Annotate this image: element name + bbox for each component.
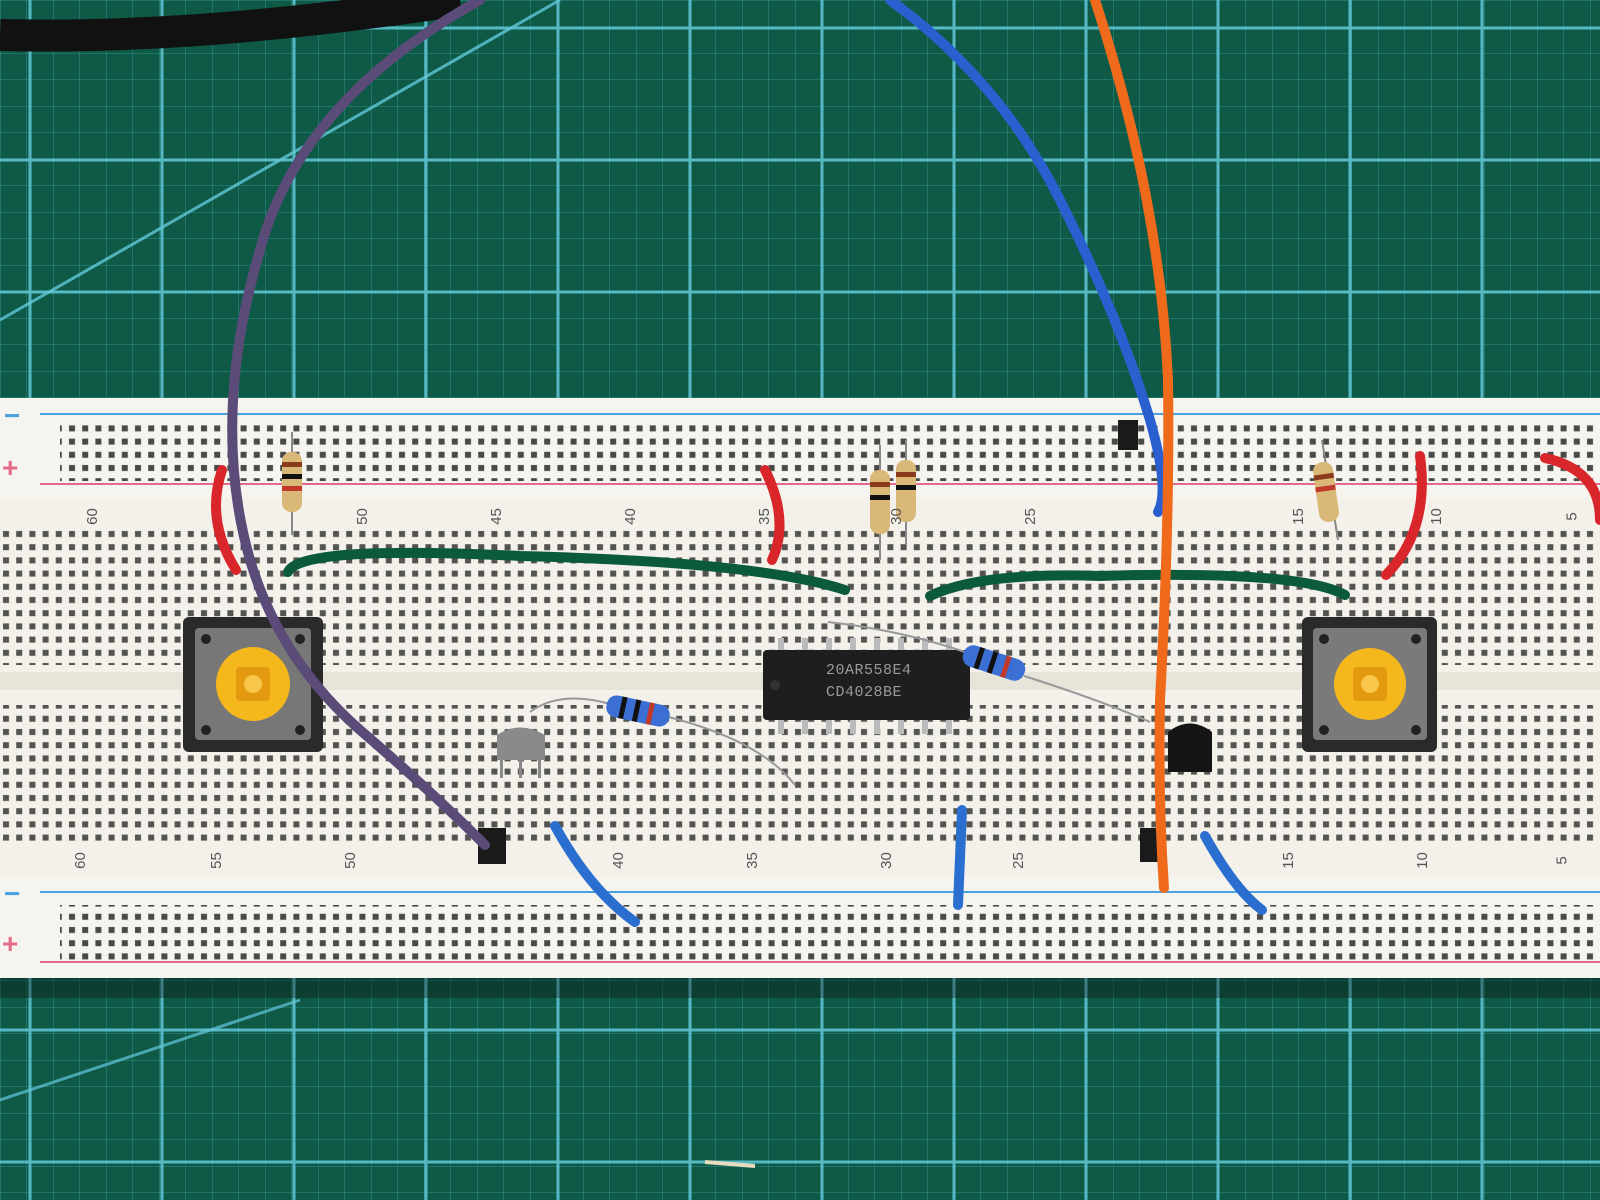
loose-pin [704, 1160, 756, 1168]
purple-wire [227, 0, 490, 850]
push-button-left [183, 617, 323, 752]
push-button-right [1302, 617, 1437, 752]
blue-resistors [529, 621, 1151, 786]
mat-diagonal-line [0, 0, 561, 322]
ic-chip [763, 638, 970, 734]
beige-resistors [282, 432, 1339, 560]
transistors [478, 420, 1212, 864]
blue-jumper-wires [550, 805, 1267, 927]
black-cable [0, 0, 463, 52]
green-jumper-wires [283, 547, 1350, 601]
blue-flying-wire [885, 0, 1168, 517]
red-jumper-wires [210, 451, 1600, 580]
orange-wire [1090, 0, 1174, 893]
